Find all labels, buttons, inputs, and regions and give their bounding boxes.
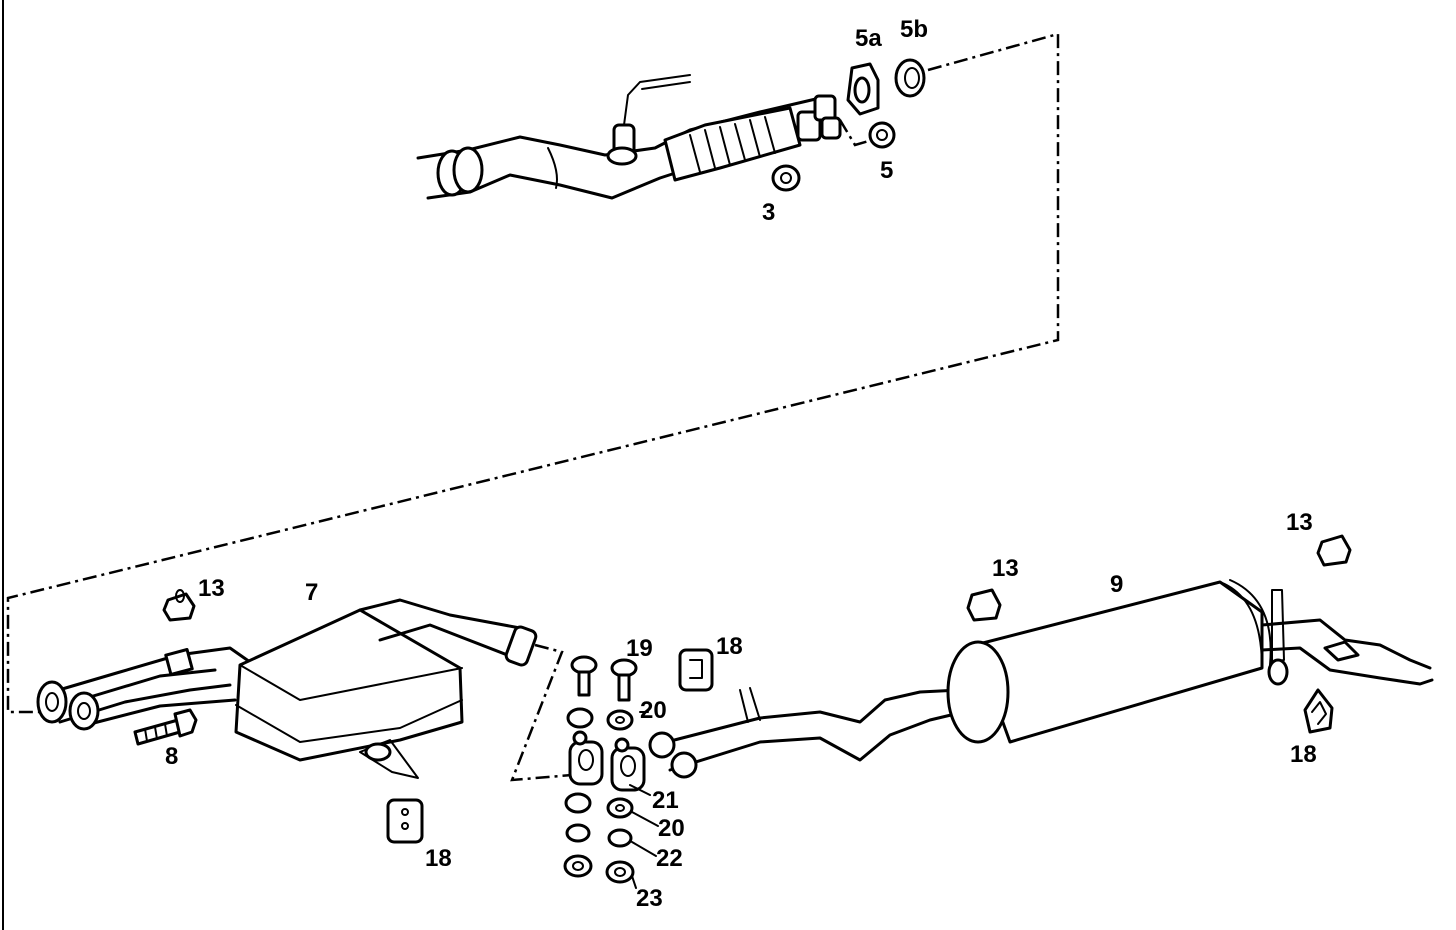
washer-20-lower (564, 792, 634, 819)
nut-23 (563, 854, 635, 884)
label-part-8: 8 (165, 743, 178, 770)
label-part-19: 19 (626, 635, 653, 662)
gasket-5a (846, 62, 880, 116)
label-part-20-upper: 20 (640, 697, 667, 724)
label-part-13-right: 13 (1286, 509, 1313, 536)
label-part-18-middle: 18 (716, 633, 743, 660)
rear-silencer (946, 579, 1272, 744)
nut-3 (771, 164, 801, 192)
tailpipe (1260, 589, 1434, 686)
bolt-19-left (570, 655, 598, 697)
label-part-23: 23 (636, 885, 663, 912)
washer-20-upper (566, 707, 634, 731)
label-part-13-left: 13 (198, 575, 225, 602)
label-part-9: 9 (1110, 571, 1123, 598)
clamp-connection-line (510, 643, 573, 782)
assembly-boundary-line (6, 32, 1060, 714)
rear-pipe (648, 687, 974, 779)
label-part-5b: 5b (900, 16, 928, 43)
label-part-7: 7 (305, 579, 318, 606)
lock-washer-22 (565, 823, 633, 848)
rubber-mount-13-left (162, 589, 196, 622)
leader-lines (629, 711, 659, 889)
rubber-mount-13-right (1316, 534, 1352, 567)
oxygen-sensor (606, 74, 691, 166)
ring-5b (894, 58, 926, 98)
label-part-13-middle: 13 (992, 555, 1019, 582)
pipe-flange-left (36, 680, 100, 731)
label-part-22: 22 (656, 845, 683, 872)
front-silencer (234, 598, 538, 779)
nut-5 (838, 119, 896, 149)
front-pipe-catalytic-converter (416, 94, 842, 200)
label-part-20-lower: 20 (658, 815, 685, 842)
clamp-21 (568, 730, 646, 792)
rubber-mount-13-middle (966, 588, 1002, 622)
bolt-19 (610, 658, 638, 702)
rubber-hanger-18-right (1303, 688, 1334, 734)
rubber-hanger-18-left (386, 798, 424, 844)
label-part-3: 3 (762, 199, 775, 226)
bolt-8 (133, 708, 198, 746)
label-part-5: 5 (880, 157, 893, 184)
label-part-5a: 5a (855, 25, 882, 52)
label-part-18-left: 18 (425, 845, 452, 872)
rubber-hanger-18-middle (678, 648, 714, 692)
label-part-21: 21 (652, 787, 679, 814)
label-part-18-right: 18 (1290, 741, 1317, 768)
